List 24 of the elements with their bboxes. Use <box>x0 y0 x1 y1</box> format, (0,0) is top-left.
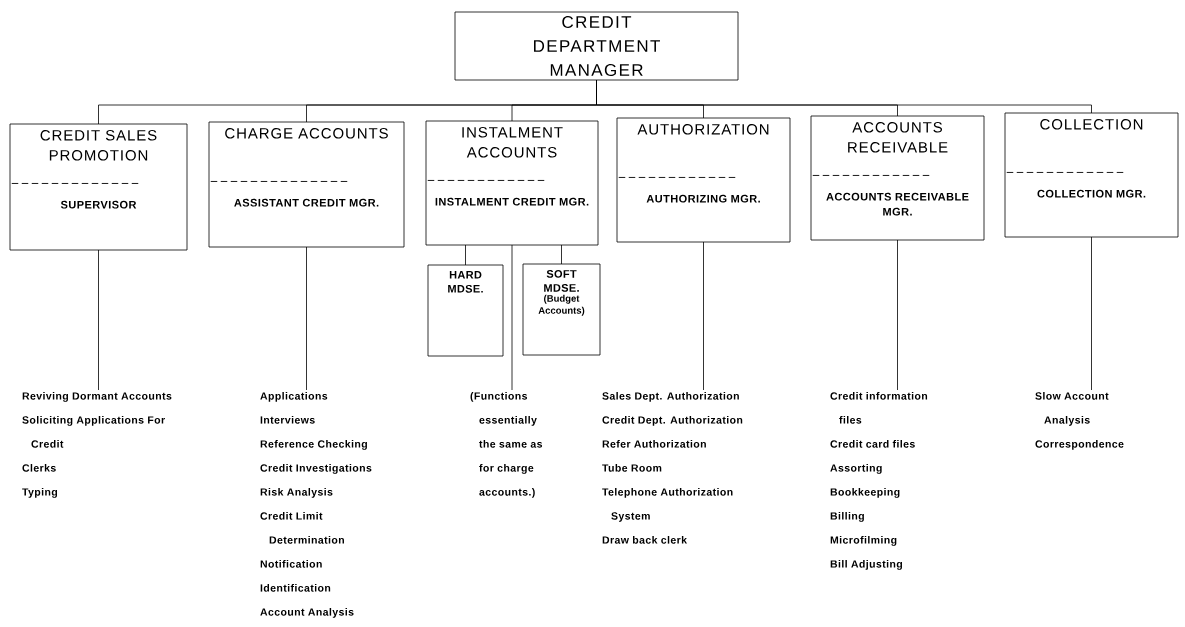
department-box: CREDIT SALES PROMOTION SUPERVISOR <box>9 123 188 251</box>
function-list: Reviving Dormant Accounts Soliciting Applications For Credit Clerks Typing <box>22 392 172 498</box>
connector-line <box>897 239 898 391</box>
connector-line <box>561 244 562 265</box>
department-box: COLLECTION COLLECTION MGR. <box>1004 112 1179 238</box>
connector-line <box>306 246 307 391</box>
connector-line <box>511 244 513 391</box>
function-list: Applications Interviews Reference Checking Credit Investigations Risk Analysis Credit Limit Determination Notification Identification Account Analysis <box>260 392 372 618</box>
department-box: AUTHORIZATION AUTHORIZING MGR. <box>616 117 791 243</box>
department-box: INSTALMENT ACCOUNTS INSTALMENT CREDIT MGR. <box>425 120 599 246</box>
function-list: Slow Account Analysis Correspondence <box>1035 392 1124 450</box>
function-list: (Functions essentially the same as for charge accounts.) <box>470 392 543 498</box>
function-list: Credit information files Credit card files Assorting Bookkeeping Billing Microfilming Bill Adjusting <box>830 392 928 570</box>
connector-line <box>465 244 466 266</box>
department-box: CHARGE ACCOUNTS ASSISTANT CREDIT MGR. <box>208 121 405 248</box>
unit-box: SOFT MDSE. (Budget Accounts) <box>522 263 601 356</box>
connector-line <box>596 79 1092 114</box>
manager-box: CREDIT DEPARTMENT MANAGER <box>454 11 739 81</box>
connector-line <box>98 249 99 391</box>
connector-line <box>703 241 704 391</box>
function-list: Sales Dept. Authorization Credit Dept. Authorization Refer Authorization Tube Room Telephone Authorization System Draw back clerk <box>602 392 743 544</box>
department-box: ACCOUNTS RECEIVABLE ACCOUNTS RECEIVABLE MGR. <box>810 115 985 241</box>
unit-box: HARD MDSE. <box>427 264 504 357</box>
connector-line <box>1091 236 1092 391</box>
